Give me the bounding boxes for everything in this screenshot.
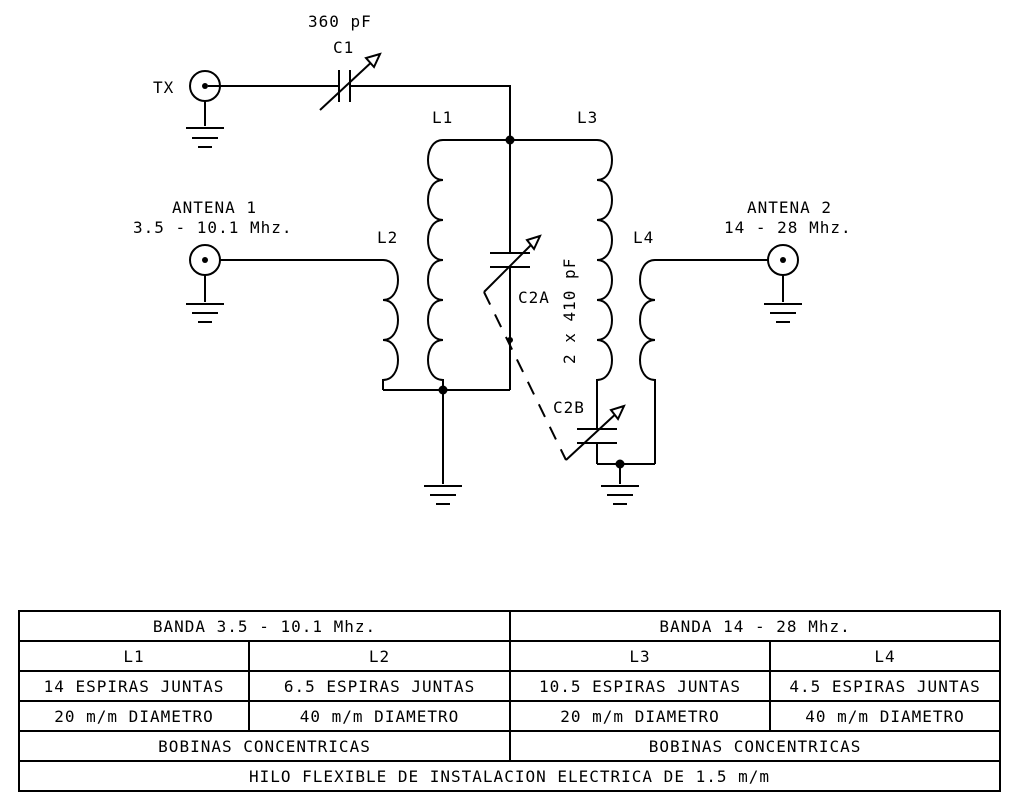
l2-label: L2: [377, 228, 398, 247]
antena2-name-label: ANTENA 2: [747, 198, 832, 217]
band-low-header: BANDA 3.5 - 10.1 Mhz.: [17, 610, 512, 642]
table-row: L1 L2 L3 L4: [18, 640, 1002, 672]
table-row: BOBINAS CONCENTRICAS BOBINAS CONCENTRICA…: [17, 730, 1002, 762]
wire-note-cell: HILO FLEXIBLE DE INSTALACION ELECTRICA D…: [17, 760, 1002, 792]
turns-l1-cell: 14 ESPIRAS JUNTAS: [18, 670, 250, 702]
l1-label: L1: [432, 108, 453, 127]
table-row: HILO FLEXIBLE DE INSTALACION ELECTRICA D…: [17, 760, 1002, 792]
coil-l2-cell: L2: [247, 640, 512, 672]
coil-l3-cell: L3: [509, 640, 772, 672]
coil-l4-cell: L4: [769, 640, 1002, 672]
tx-label: TX: [153, 78, 174, 97]
l4-label: L4: [633, 228, 654, 247]
turns-l2-cell: 6.5 ESPIRAS JUNTAS: [247, 670, 512, 702]
concentric-low-cell: BOBINAS CONCENTRICAS: [17, 730, 512, 762]
l3-coil: [510, 139, 613, 390]
c2b-capacitor: [565, 390, 626, 464]
diameter-l3-cell: 20 m/m DIAMETRO: [509, 700, 772, 732]
concentric-high-cell: BOBINAS CONCENTRICAS: [509, 730, 1002, 762]
antena1-name-label: ANTENA 1: [172, 198, 257, 217]
c2a-label: C2A: [518, 288, 550, 307]
table-row: BANDA 3.5 - 10.1 Mhz. BANDA 14 - 28 Mhz.: [17, 610, 1002, 642]
table-row: 20 m/m DIAMETRO 40 m/m DIAMETRO 20 m/m D…: [18, 700, 1002, 732]
band-high-header: BANDA 14 - 28 Mhz.: [509, 610, 1002, 642]
l2-coil: [220, 259, 399, 390]
turns-l4-cell: 4.5 ESPIRAS JUNTAS: [769, 670, 1002, 702]
left-ground: [424, 485, 462, 505]
turns-l3-cell: 10.5 ESPIRAS JUNTAS: [509, 670, 772, 702]
l1-coil: [427, 139, 510, 390]
c1-to-junction-wire: [350, 85, 511, 140]
tx-connector: [189, 70, 221, 126]
c1-label: C1: [333, 38, 354, 57]
table-row: 14 ESPIRAS JUNTAS 6.5 ESPIRAS JUNTAS 10.…: [18, 670, 1002, 702]
antena1-connector: [186, 244, 224, 323]
diameter-l2-cell: 40 m/m DIAMETRO: [247, 700, 512, 732]
l4-coil: [639, 259, 768, 464]
c1-capacitor: [319, 52, 382, 111]
coil-l1-cell: L1: [18, 640, 250, 672]
antena1-band-label: 3.5 - 10.1 Mhz.: [133, 218, 293, 237]
antena2-connector: [764, 244, 802, 323]
gang-link-dashed: [483, 291, 567, 461]
diameter-l4-cell: 40 m/m DIAMETRO: [769, 700, 1002, 732]
tx-ground: [186, 127, 224, 148]
c2a-capacitor: [483, 140, 542, 390]
right-ground: [601, 485, 639, 505]
c2-value-label: 2 x 410 pF: [560, 258, 579, 364]
schematic-diagram: 360 pF C1 TX L1 L3 ANTENA 1 3.5 - 10.1 M…: [133, 12, 852, 505]
diameter-l1-cell: 20 m/m DIAMETRO: [18, 700, 250, 732]
coil-spec-table: BANDA 3.5 - 10.1 Mhz. BANDA 14 - 28 Mhz.…: [17, 610, 1002, 792]
l3-label: L3: [577, 108, 598, 127]
antena2-band-label: 14 - 28 Mhz.: [724, 218, 852, 237]
c1-value-label: 360 pF: [308, 12, 372, 31]
c2b-label: C2B: [553, 398, 585, 417]
